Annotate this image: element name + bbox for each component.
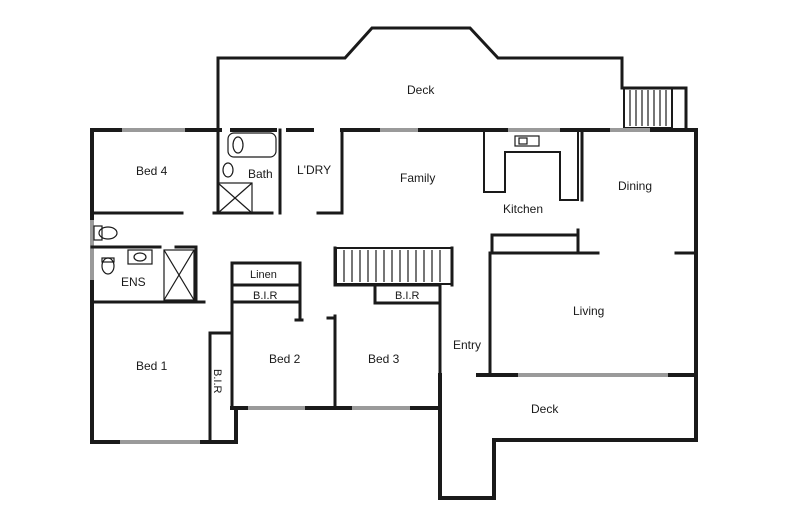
label-bed1: Bed 1 (136, 359, 168, 373)
label-bed2: Bed 2 (269, 352, 301, 366)
label-dining: Dining (618, 179, 652, 193)
windows (90, 128, 668, 444)
label-bir-bed1: B.I.R (211, 369, 223, 394)
bath-shower-icon (217, 182, 253, 214)
label-family: Family (400, 171, 435, 185)
label-living: Living (573, 304, 604, 318)
label-deck-bottom: Deck (531, 402, 559, 416)
label-ens: ENS (121, 275, 146, 289)
interior-stairs (335, 247, 453, 285)
bath-toilet-icon (222, 162, 234, 178)
label-bed3: Bed 3 (368, 352, 400, 366)
bathtub-icon (227, 132, 277, 158)
top-deck-outline (216, 26, 688, 130)
label-bath: Bath (248, 167, 273, 181)
label-laundry: L'DRY (297, 163, 331, 177)
label-entry: Entry (453, 338, 481, 352)
deck-stairs-top (623, 87, 673, 129)
ens-basin-icon (127, 249, 153, 265)
room-labels: Deck Bed 4 Bath L'DRY Family Dining Kitc… (121, 83, 652, 416)
kitchen-sink-icon (514, 135, 540, 147)
interior-walls (90, 128, 698, 442)
label-deck-top: Deck (407, 83, 435, 97)
label-bir-bed3: B.I.R (395, 290, 420, 302)
label-bir-bed2: B.I.R (253, 290, 278, 302)
label-bed4: Bed 4 (136, 164, 168, 178)
ens-shower-icon (163, 249, 195, 301)
label-kitchen: Kitchen (503, 202, 543, 216)
label-linen: Linen (250, 269, 277, 281)
ens-toilet-icon (93, 225, 118, 275)
